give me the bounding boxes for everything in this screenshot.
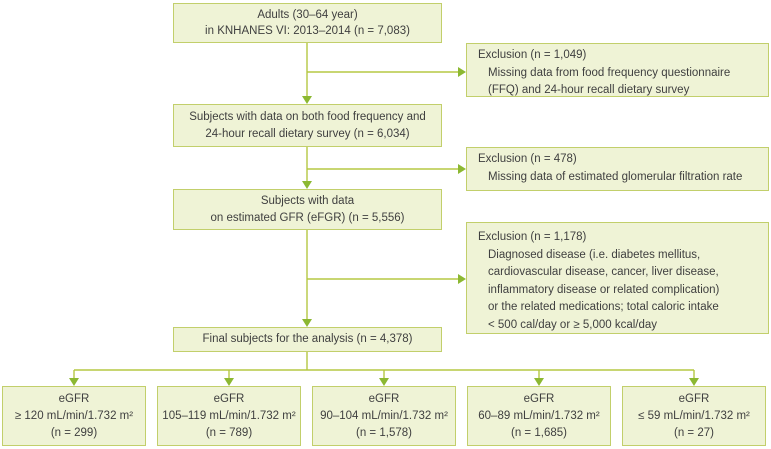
outcome-3-line-2: 90–104 mL/min/1.732 m² — [320, 409, 448, 422]
exclusion-3-detail-5: < 500 cal/day or ≥ 5,000 kcal/day — [488, 318, 658, 331]
box-outcome-egfr-60-89: eGFR 60–89 mL/min/1.732 m² (n = 1,685) — [467, 386, 611, 446]
arrowhead-down-outcome-1 — [69, 378, 79, 386]
exclusion-3-detail-2: cardiovascular disease, cancer, liver di… — [488, 266, 719, 279]
exclusion-3-detail-1: Diagnosed disease (i.e. diabetes mellitu… — [488, 248, 701, 261]
outcome-3-line-3: (n = 1,578) — [356, 426, 412, 439]
box-population-line-2: in KNHANES VI: 2013–2014 (n = 7,083) — [205, 25, 410, 37]
box-egfr-data-line-2: on estimated GFR (eFGR) (n = 5,556) — [210, 211, 405, 224]
outcome-5-line-3: (n = 27) — [674, 426, 714, 439]
arrowhead-down-outcome-5 — [689, 378, 699, 386]
outcome-2-line-1: eGFR — [213, 392, 245, 405]
arrowhead-down-final — [302, 319, 312, 327]
outcome-5-line-1: eGFR — [678, 392, 710, 405]
exclusion-3-detail-3: inflammatory disease or related complica… — [488, 283, 720, 296]
box-diet-data: Subjects with data on both food frequenc… — [173, 104, 442, 147]
arrowhead-down-outcome-2 — [224, 378, 234, 386]
exclusion-1-title: Exclusion (n = 1,049) — [478, 49, 587, 61]
box-outcome-egfr-105-119: eGFR 105–119 mL/min/1.732 m² (n = 789) — [157, 386, 301, 446]
box-final-subjects-line-1: Final subjects for the analysis (n = 4,3… — [202, 333, 413, 346]
arrowhead-right-exclusion-2 — [458, 164, 466, 174]
exclusion-2-detail-1: Missing data of estimated glomerular fil… — [488, 170, 743, 183]
outcome-4-line-2: 60–89 mL/min/1.732 m² — [478, 409, 600, 422]
exclusion-2-title: Exclusion (n = 478) — [478, 153, 577, 165]
box-diet-data-line-2: 24-hour recall dietary survey (n = 6,034… — [205, 127, 410, 140]
box-egfr-data: Subjects with data on estimated GFR (eFG… — [173, 189, 442, 230]
exclusion-3-detail-4: or the related medications; total calori… — [488, 301, 719, 314]
outcome-1-line-1: eGFR — [58, 392, 90, 405]
arrowhead-right-exclusion-3 — [458, 274, 466, 284]
box-outcome-egfr-90-104: eGFR 90–104 mL/min/1.732 m² (n = 1,578) — [312, 386, 456, 446]
arrowhead-down-outcome-3 — [379, 378, 389, 386]
exclusion-1-detail-1: Missing data from food frequency questio… — [488, 66, 731, 79]
arrowhead-right-exclusion-1 — [458, 67, 466, 77]
box-egfr-data-line-1: Subjects with data — [260, 195, 355, 207]
box-population-line-1: Adults (30–64 year) — [257, 8, 358, 21]
arrowhead-down-egfr — [302, 181, 312, 189]
outcome-1-line-3: (n = 299) — [50, 426, 98, 439]
box-exclusion-1: Exclusion (n = 1,049) Missing data from … — [466, 43, 769, 97]
outcome-5-line-2: ≤ 59 mL/min/1.732 m² — [638, 409, 750, 422]
arrowhead-down-outcome-4 — [534, 378, 544, 386]
box-outcome-egfr-le59: eGFR ≤ 59 mL/min/1.732 m² (n = 27) — [622, 386, 766, 446]
box-final-subjects: Final subjects for the analysis (n = 4,3… — [173, 327, 442, 352]
outcome-1-line-2: ≥ 120 mL/min/1.732 m² — [14, 409, 134, 422]
outcome-3-line-1: eGFR — [368, 392, 400, 405]
box-outcome-egfr-ge120: eGFR ≥ 120 mL/min/1.732 m² (n = 299) — [2, 386, 146, 446]
outcome-2-line-2: 105–119 mL/min/1.732 m² — [162, 409, 296, 422]
arrowhead-down-diet — [302, 96, 312, 104]
outcome-2-line-3: (n = 789) — [205, 426, 253, 439]
box-diet-data-line-1: Subjects with data on both food frequenc… — [189, 111, 426, 123]
box-population: Adults (30–64 year) in KNHANES VI: 2013–… — [173, 3, 442, 43]
exclusion-3-title: Exclusion (n = 1,178) — [478, 231, 587, 243]
box-exclusion-2: Exclusion (n = 478) Missing data of esti… — [466, 147, 769, 191]
outcome-4-line-1: eGFR — [523, 392, 555, 405]
outcome-4-line-3: (n = 1,685) — [511, 426, 567, 439]
box-exclusion-3: Exclusion (n = 1,178) Diagnosed disease … — [466, 222, 769, 334]
exclusion-1-detail-2: (FFQ) and 24-hour recall dietary survey — [488, 84, 690, 97]
